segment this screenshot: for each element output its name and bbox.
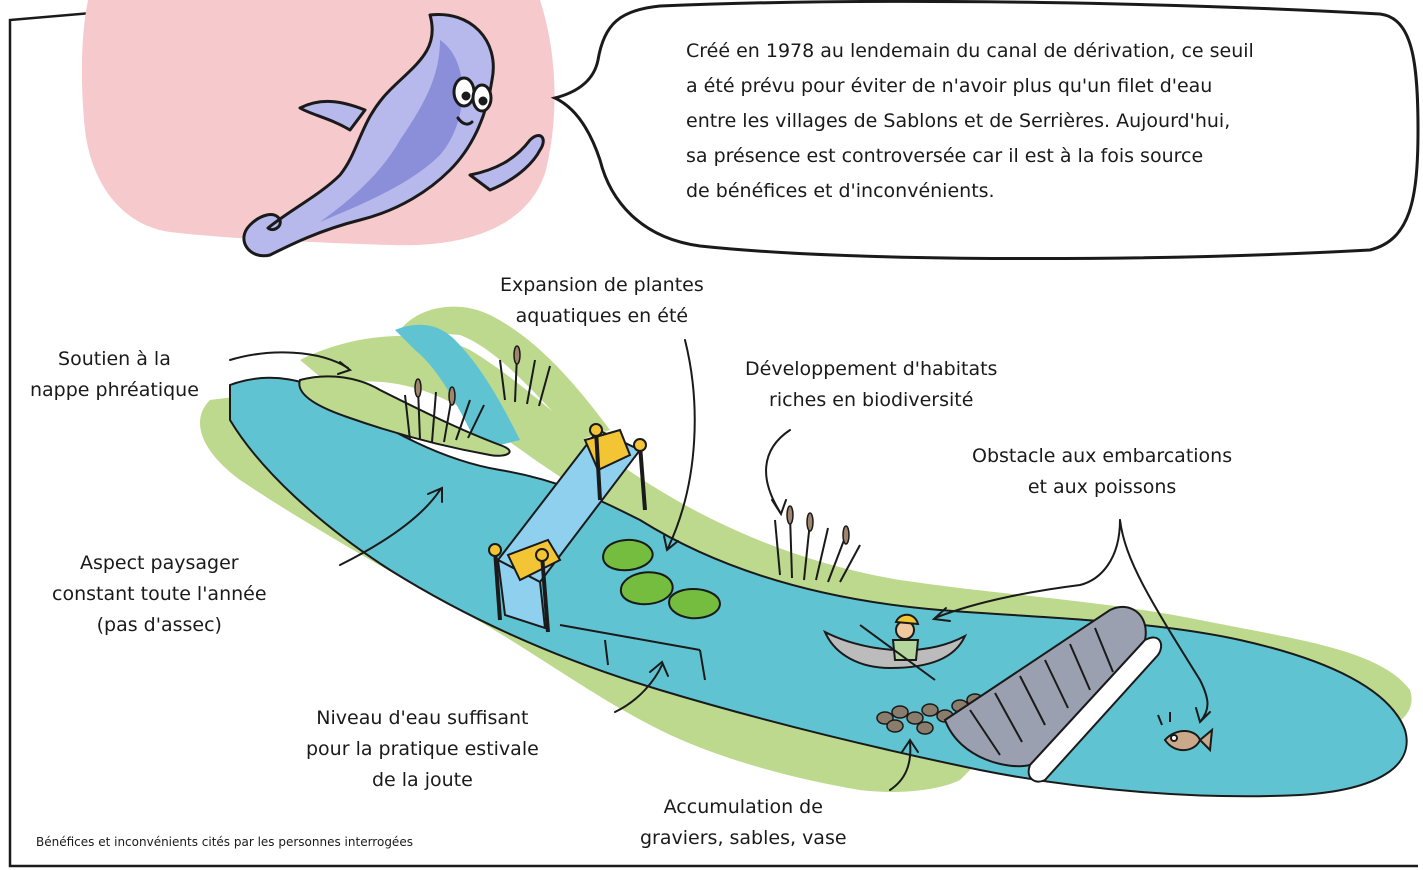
label-accumulation: Accumulation de graviers, sables, vase <box>640 792 847 854</box>
bubble-line-2: a été prévu pour éviter de n'avoir plus … <box>686 69 1386 104</box>
label-line: nappe phréatique <box>30 375 199 406</box>
label-line: aquatiques en été <box>500 301 704 332</box>
label-aspect-paysager: Aspect paysager constant toute l'année (… <box>52 548 267 641</box>
label-line: riches en biodiversité <box>745 385 997 416</box>
label-line: Aspect paysager <box>52 548 267 579</box>
figure-caption: Bénéfices et inconvénients cités par les… <box>36 835 413 849</box>
label-line: constant toute l'année <box>52 579 267 610</box>
label-line: et aux poissons <box>972 472 1232 503</box>
bubble-line-3: entre les villages de Sablons et de Serr… <box>686 104 1386 139</box>
bubble-line-1: Créé en 1978 au lendemain du canal de dé… <box>686 34 1386 69</box>
speech-bubble-text: Créé en 1978 au lendemain du canal de dé… <box>686 34 1386 209</box>
label-line: Obstacle aux embarcations <box>972 441 1232 472</box>
label-line: Expansion de plantes <box>500 270 704 301</box>
label-line: Accumulation de <box>640 792 847 823</box>
label-habitats-biodiversite: Développement d'habitats riches en biodi… <box>745 354 997 416</box>
label-plantes-aquatiques: Expansion de plantes aquatiques en été <box>500 270 704 332</box>
label-line: pour la pratique estivale <box>306 734 539 765</box>
bubble-line-5: de bénéfices et d'inconvénients. <box>686 174 1386 209</box>
label-line: Niveau d'eau suffisant <box>306 703 539 734</box>
label-niveau-eau: Niveau d'eau suffisant pour la pratique … <box>306 703 539 796</box>
label-line: de la joute <box>306 765 539 796</box>
label-line: (pas d'assec) <box>52 610 267 641</box>
label-obstacle: Obstacle aux embarcations et aux poisson… <box>972 441 1232 503</box>
label-line: Soutien à la <box>30 344 199 375</box>
label-nappe-phreatique: Soutien à la nappe phréatique <box>30 344 199 406</box>
bubble-line-4: sa présence est controversée car il est … <box>686 139 1386 174</box>
label-line: Développement d'habitats <box>745 354 997 385</box>
label-line: graviers, sables, vase <box>640 823 847 854</box>
